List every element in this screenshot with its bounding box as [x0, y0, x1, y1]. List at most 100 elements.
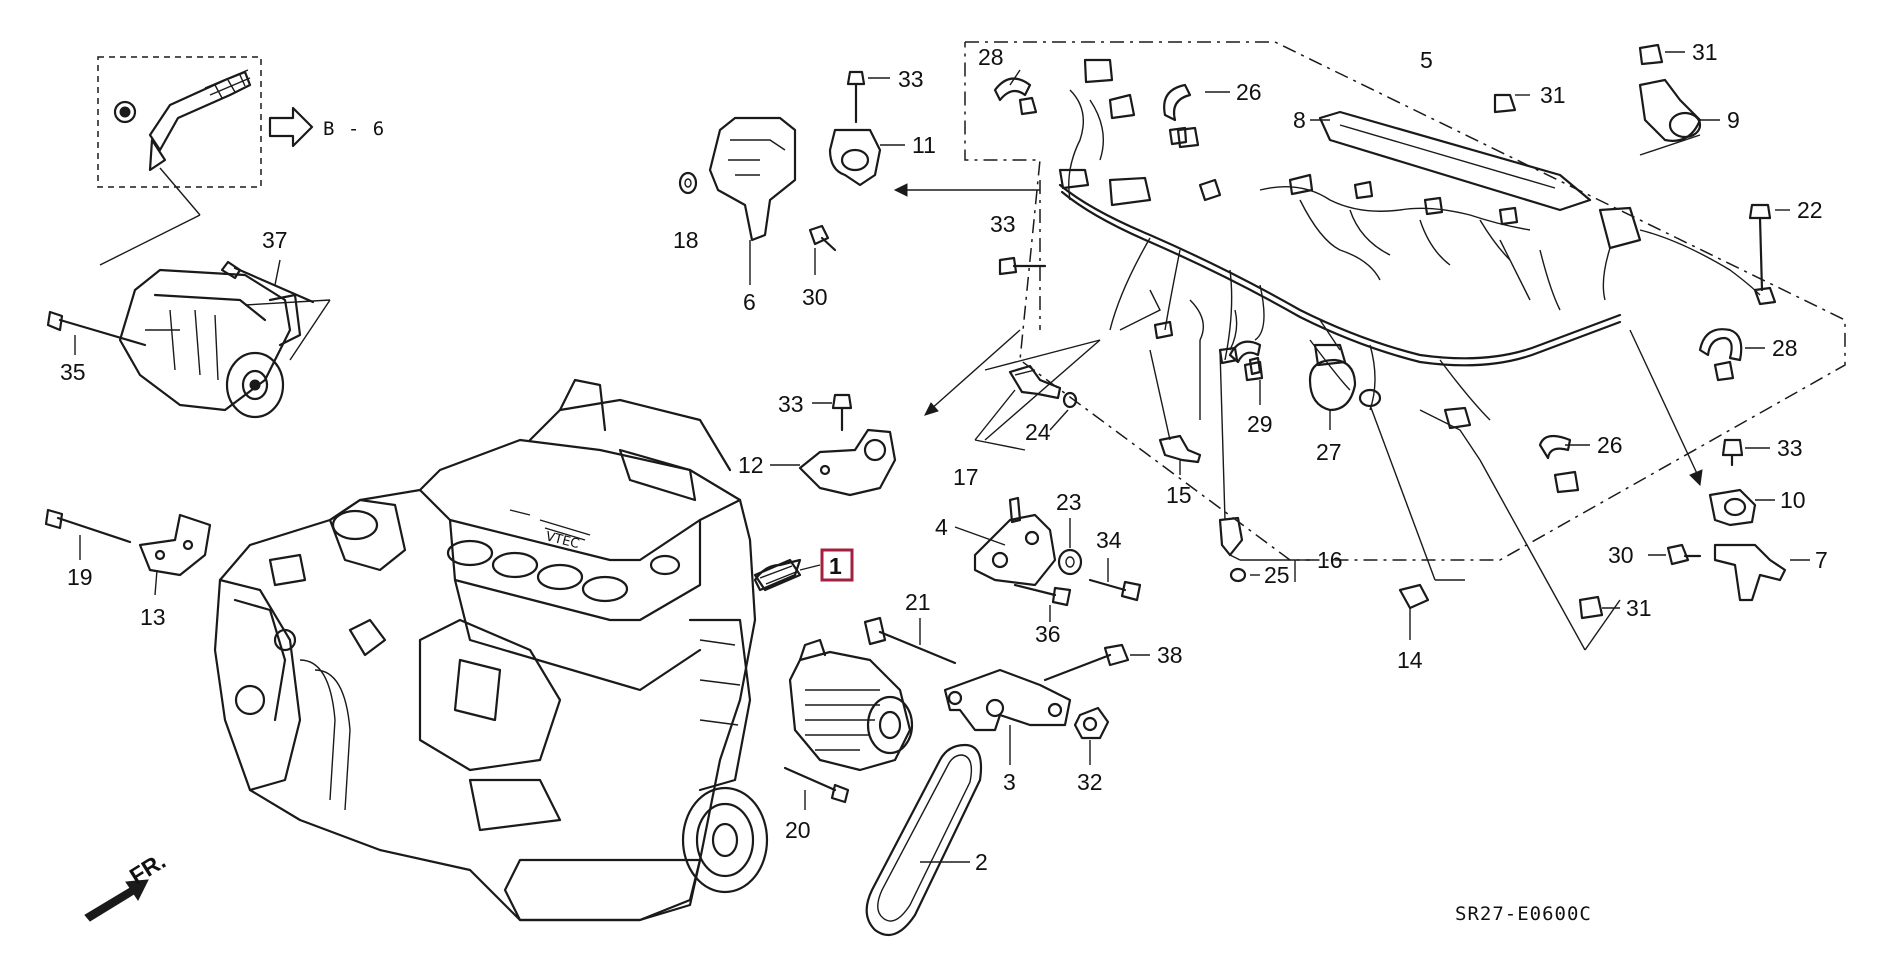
bolt-30a: [808, 224, 837, 275]
callout-5: 5: [1420, 47, 1433, 73]
part-1-piece: [753, 558, 821, 592]
starter-motor: [118, 268, 331, 419]
bolt-35: [46, 310, 147, 355]
engine-assembly: VTEC: [213, 378, 802, 922]
wire-harness-outline: [964, 41, 1846, 561]
callout-21: 21: [905, 589, 931, 615]
callout-32: 32: [1077, 769, 1103, 795]
callout-33b: 33: [990, 211, 1016, 237]
sensor-15: [1149, 349, 1202, 475]
clip-28a: [993, 69, 1038, 116]
bracket-7: [1713, 543, 1810, 602]
callout-31b: 31: [1692, 39, 1718, 65]
callout-3: 3: [1003, 769, 1016, 795]
clamp-10: [1708, 488, 1775, 527]
callout-37: 37: [262, 227, 288, 253]
starter-detail-box: [97, 56, 262, 188]
callout-14: 14: [1397, 647, 1423, 673]
nut-31a: [1493, 93, 1530, 114]
clip-29: [1228, 340, 1264, 405]
bolt-20: [783, 766, 850, 810]
callout-38: 38: [1157, 642, 1183, 668]
callout-36: 36: [1035, 621, 1061, 647]
wire-harness: [1058, 58, 1777, 521]
callout-16: 16: [1317, 547, 1343, 573]
reference-arrow-text: B - 6: [323, 118, 385, 140]
front-arrow: [84, 879, 149, 922]
nut-31c: [1578, 595, 1620, 620]
callout-30b: 30: [1608, 542, 1634, 568]
callout-31c: 31: [1626, 595, 1652, 621]
bolt-30b: [1648, 543, 1702, 566]
sensor-16: [1218, 516, 1295, 561]
callout-1: 1: [829, 553, 842, 579]
callout-34: 34: [1096, 527, 1122, 553]
callout-22: 22: [1797, 197, 1823, 223]
callout-33c: 33: [778, 391, 804, 417]
callout-31a: 31: [1540, 82, 1566, 108]
alternator: [788, 638, 914, 772]
sensor-17: [974, 364, 1062, 451]
bolt-22: [1748, 203, 1790, 292]
callout-15: 15: [1166, 482, 1192, 508]
callout-24: 24: [1025, 419, 1051, 445]
callout-35: 35: [60, 359, 86, 385]
callout-26b: 26: [1597, 432, 1623, 458]
washer-25: [1229, 559, 1310, 583]
right-leaders: [1479, 134, 1703, 651]
bolt-19: [44, 508, 132, 560]
callout-7: 7: [1815, 547, 1828, 573]
starter-detail-parts: [99, 69, 252, 266]
callout-27: 27: [1316, 439, 1342, 465]
washer-18: [678, 171, 698, 195]
bolt-33b: [812, 393, 853, 432]
drawing-code: SR27-E0600C: [1455, 903, 1592, 925]
callout-6: 6: [743, 289, 756, 315]
grommet-8-rail: [1310, 110, 1592, 212]
callout-2: 2: [975, 849, 988, 875]
bolt-21: [863, 616, 957, 665]
callout-33d: 33: [1777, 435, 1803, 461]
gasket-24: [1049, 391, 1078, 431]
callout-20: 20: [785, 817, 811, 843]
clip-28b: [1698, 328, 1765, 382]
callout-26a: 26: [1236, 79, 1262, 105]
callout-12: 12: [738, 452, 764, 478]
nut-31b: [1638, 43, 1685, 66]
callout-10: 10: [1780, 487, 1806, 513]
bolt-37: [220, 259, 315, 304]
clamp-11: [828, 128, 905, 187]
callout-11: 11: [912, 132, 936, 158]
callout-13: 13: [140, 604, 166, 630]
callout-28b: 28: [1772, 335, 1798, 361]
bolt-33d: [1721, 438, 1770, 467]
callout-23: 23: [1056, 489, 1082, 515]
clip-26a: [1163, 83, 1230, 149]
callout-29: 29: [1247, 411, 1273, 437]
ref-arrow-b6: [268, 106, 314, 148]
bracket-3: [943, 668, 1072, 765]
callout-18: 18: [673, 227, 699, 253]
harness-leader-arrows: [893, 183, 1101, 441]
bracket-6: [708, 116, 797, 285]
clip-26b: [1538, 434, 1590, 494]
clamp-27: [1308, 343, 1357, 430]
callout-1-highlight-box: [820, 548, 854, 582]
bracket-12: [770, 428, 897, 497]
callout-labels: 1 2 3 4 5 6 7 8 9 10 11 12 13 14 15 16 1…: [60, 39, 1828, 875]
callout-30a: 30: [802, 284, 828, 310]
sensor-14-lead: [1358, 388, 1465, 640]
bolt-38: [1043, 643, 1150, 682]
bolt-36: [1013, 583, 1072, 622]
bolt-33a: [846, 70, 890, 124]
callout-4: 4: [935, 514, 948, 540]
washer-23: [1057, 518, 1083, 576]
callout-19: 19: [67, 564, 93, 590]
bolt-33c: [998, 256, 1047, 276]
nut-32: [1073, 706, 1110, 765]
bracket-4: [954, 496, 1057, 587]
callout-28a: 28: [978, 44, 1004, 70]
bracket-13: [138, 513, 212, 596]
callout-9: 9: [1727, 107, 1740, 133]
